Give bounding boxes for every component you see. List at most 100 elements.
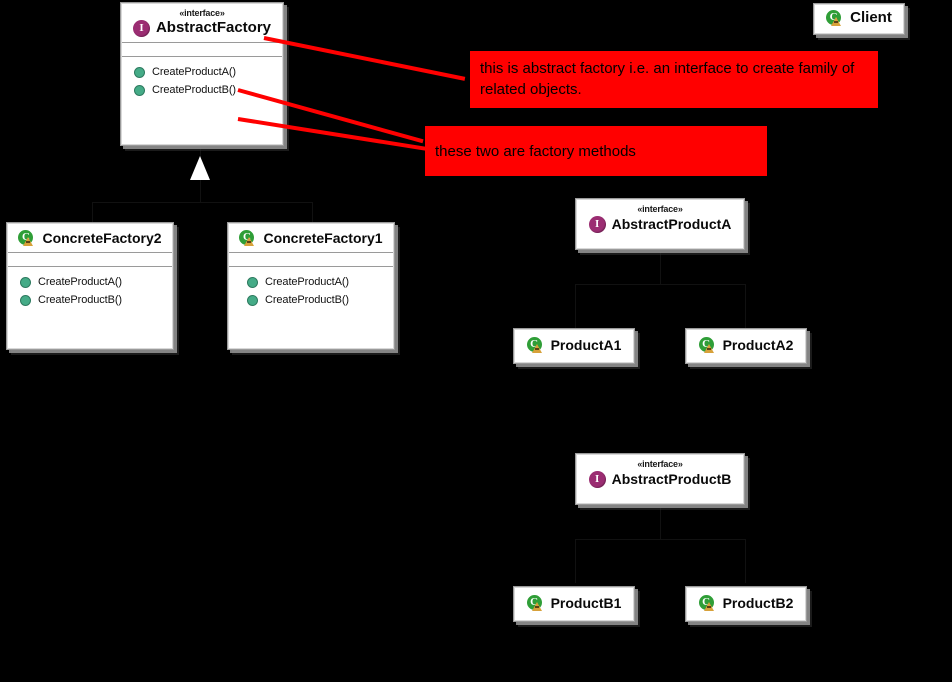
operation-label: CreateProductB() <box>265 294 349 306</box>
operation-row[interactable]: CreateProductA() <box>126 63 278 81</box>
class-box-concrete-factory-1[interactable]: C ConcreteFactory1 CreateProductA() Crea… <box>227 222 395 350</box>
annotation-leader-line-abstract-factory <box>263 36 466 81</box>
title-row: I AbstractProductB <box>583 470 737 488</box>
operations-compartment: CreateProductA() CreateProductB() <box>122 56 282 144</box>
class-name: ConcreteFactory1 <box>263 230 383 246</box>
class-icon-badge <box>244 236 255 246</box>
class-icon: C <box>526 594 545 612</box>
operation-label: CreateProductB() <box>38 294 122 306</box>
class-icon: C <box>526 336 545 354</box>
public-operation-icon <box>134 84 145 96</box>
box-frame: C ProductA2 <box>686 329 806 363</box>
title-compartment: C ProductB2 <box>687 588 805 618</box>
class-icon: C <box>826 9 844 27</box>
connector-abstractproductb-stem <box>660 507 661 539</box>
title-compartment: «interface» I AbstractProductB <box>577 455 743 493</box>
attributes-compartment <box>229 252 393 266</box>
operation-row[interactable]: CreateProductB() <box>12 291 168 309</box>
connector-to-productb1 <box>575 539 576 583</box>
class-icon-badge <box>531 343 542 353</box>
title-compartment: C ConcreteFactory2 <box>8 224 172 252</box>
box-frame: «interface» I AbstractProductB <box>576 454 744 504</box>
connector-to-concretefactory1 <box>312 202 313 222</box>
class-icon: C <box>18 229 36 247</box>
title-row: C ProductB1 <box>521 594 627 612</box>
public-operation-icon <box>20 276 31 288</box>
box-frame: C ProductA1 <box>514 329 634 363</box>
operation-row[interactable]: CreateProductA() <box>12 273 168 291</box>
title-compartment: «interface» I AbstractFactory <box>122 4 282 42</box>
operation-label: CreateProductA() <box>152 66 236 78</box>
class-name: ProductB1 <box>550 595 622 611</box>
class-box-abstract-product-a[interactable]: «interface» I AbstractProductA <box>575 198 745 250</box>
class-box-client[interactable]: C Client <box>813 3 905 35</box>
title-row: C ConcreteFactory2 <box>12 229 168 247</box>
annotation-abstract-factory: this is abstract factory i.e. an interfa… <box>470 51 878 108</box>
class-icon-badge <box>703 343 714 353</box>
connector-to-producta1 <box>575 284 576 328</box>
generalization-line-concretefactories-stem <box>200 180 201 202</box>
generalization-arrow-abstractfactory <box>190 156 210 180</box>
attributes-compartment <box>122 42 282 56</box>
annotation-text: this is abstract factory i.e. an interfa… <box>480 60 855 98</box>
operations-compartment: CreateProductA() CreateProductB() <box>229 266 393 348</box>
box-frame: C ConcreteFactory1 CreateProductA() Crea… <box>228 223 394 349</box>
connector-to-producta2 <box>745 284 746 328</box>
title-row: C ProductA2 <box>693 336 799 354</box>
connector-abstractproducta-stem <box>660 252 661 284</box>
operation-row[interactable]: CreateProductB() <box>233 291 389 309</box>
connector-to-productb2 <box>745 539 746 583</box>
public-operation-icon <box>20 294 31 306</box>
title-row: I AbstractFactory <box>128 19 276 37</box>
title-compartment: C ProductB1 <box>515 588 633 618</box>
annotation-factory-methods: these two are factory methods <box>425 126 767 176</box>
interface-icon: I <box>132 19 150 37</box>
operation-row[interactable]: CreateProductA() <box>233 273 389 291</box>
connector-abstractproducta-bar <box>575 284 745 285</box>
class-name: ProductA2 <box>722 337 794 353</box>
class-icon: C <box>698 594 717 612</box>
class-box-product-a2[interactable]: C ProductA2 <box>685 328 807 364</box>
connector-abstractproductb-bar <box>575 539 745 540</box>
attributes-compartment <box>8 252 172 266</box>
class-name: ConcreteFactory2 <box>42 230 162 246</box>
title-compartment: C Client <box>815 5 903 31</box>
title-compartment: «interface» I AbstractProductA <box>577 200 743 238</box>
class-box-abstract-product-b[interactable]: «interface» I AbstractProductB <box>575 453 745 505</box>
title-row: C ConcreteFactory1 <box>233 229 389 247</box>
box-frame: C ConcreteFactory2 CreateProductA() Crea… <box>7 223 173 349</box>
class-box-concrete-factory-2[interactable]: C ConcreteFactory2 CreateProductA() Crea… <box>6 222 174 350</box>
stereotype-label: «interface» <box>179 8 225 18</box>
title-compartment: C ConcreteFactory1 <box>229 224 393 252</box>
operation-row[interactable]: CreateProductB() <box>126 81 278 99</box>
class-name: AbstractFactory <box>155 19 272 36</box>
title-compartment: C ProductA1 <box>515 330 633 360</box>
class-icon-badge <box>531 601 542 611</box>
title-row: C ProductA1 <box>521 336 627 354</box>
box-frame: C ProductB2 <box>686 587 806 621</box>
generalization-line-concretefactories-bar <box>92 202 312 203</box>
box-frame: C Client <box>814 4 904 34</box>
class-name: AbstractProductA <box>611 216 732 232</box>
box-frame: C ProductB1 <box>514 587 634 621</box>
box-frame: «interface» I AbstractFactory CreateProd… <box>121 3 283 145</box>
box-frame: «interface» I AbstractProductA <box>576 199 744 249</box>
class-box-product-a1[interactable]: C ProductA1 <box>513 328 635 364</box>
public-operation-icon <box>247 294 258 306</box>
class-icon: C <box>698 336 717 354</box>
stereotype-label: «interface» <box>637 459 683 469</box>
connector-to-concretefactory2 <box>92 202 93 222</box>
class-name: ProductA1 <box>550 337 622 353</box>
operations-compartment: CreateProductA() CreateProductB() <box>8 266 172 348</box>
title-row: C ProductB2 <box>693 594 799 612</box>
class-box-product-b2[interactable]: C ProductB2 <box>685 586 807 622</box>
interface-icon: I <box>588 470 606 488</box>
class-box-product-b1[interactable]: C ProductB1 <box>513 586 635 622</box>
stereotype-label: «interface» <box>637 204 683 214</box>
operation-label: CreateProductA() <box>265 276 349 288</box>
class-name: ProductB2 <box>722 595 794 611</box>
annotation-text: these two are factory methods <box>435 142 636 160</box>
class-name: AbstractProductB <box>611 471 732 487</box>
operation-label: CreateProductA() <box>38 276 122 288</box>
